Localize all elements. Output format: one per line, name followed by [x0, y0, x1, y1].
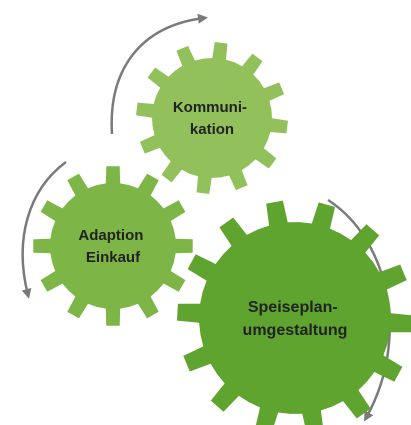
gear-adaption-einkauf: Adaption Einkauf: [33, 166, 193, 326]
svg-text:Kommuni- kation: Kommuni- kation: [173, 99, 251, 138]
gear-kommunikation-label-line2: kation: [190, 121, 234, 138]
gear-kommunikation-shape: [136, 42, 288, 194]
gear-adaption-einkauf-label-line1: Adaption: [78, 227, 143, 244]
svg-text:Speiseplan- umgestaltung: Speiseplan- umgestaltung: [243, 299, 348, 339]
gear-adaption-einkauf-shape: [33, 166, 193, 326]
svg-text:Adaption Einkauf: Adaption Einkauf: [78, 227, 147, 266]
gear-speiseplanumgestaltung-label-line2: umgestaltung: [243, 322, 348, 339]
gear-kommunikation-label-line1: Kommuni-: [173, 99, 247, 116]
cycle-arrow-top: [110, 13, 208, 135]
gear-kommunikation: Kommuni- kation: [136, 42, 288, 194]
gear-speiseplanumgestaltung: Speiseplan- umgestaltung: [177, 200, 411, 425]
gear-adaption-einkauf-label-line2: Einkauf: [86, 249, 141, 266]
cycle-arrow-left: [21, 160, 67, 299]
gear-speiseplanumgestaltung-label-line1: Speiseplan-: [248, 299, 338, 316]
gear-speiseplanumgestaltung-shape: [177, 200, 411, 425]
